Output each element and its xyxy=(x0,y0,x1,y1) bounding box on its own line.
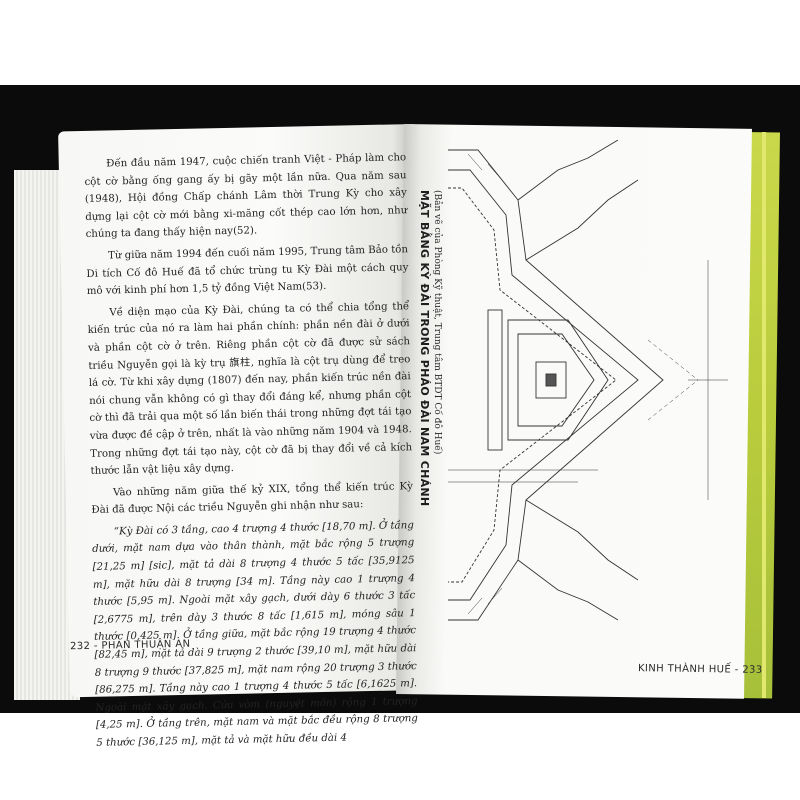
lower-flank xyxy=(525,499,639,581)
cover-highlight xyxy=(762,132,766,698)
bastion-ditch-line xyxy=(448,187,617,583)
upper-flank-2 xyxy=(525,179,639,261)
left-page-text: Đến đầu năm 1947, cuộc chiến tranh Việt … xyxy=(84,149,418,752)
lower-flank-2 xyxy=(517,559,619,621)
interior-courtyard xyxy=(487,309,503,451)
upper-flank xyxy=(517,140,619,201)
paragraph-1: Đến đầu năm 1947, cuộc chiến tranh Việt … xyxy=(84,152,408,241)
figure-title: MẶT BẰNG KỲ ĐÀI TRONG PHÁO ĐÀI NAM CHÁNH xyxy=(418,190,431,507)
paragraph-2: Từ giữa năm 1994 đến cuối năm 1995, Trun… xyxy=(86,244,409,298)
fortress-plan-drawing xyxy=(448,140,728,621)
figure-subtitle: (Bản vẽ của Phòng Kỹ thuật, Trung tâm BT… xyxy=(432,190,442,455)
flagpole-base xyxy=(545,373,557,387)
paragraph-4: Vào những năm giữa thế kỷ XIX, tổng thể … xyxy=(91,480,414,517)
quote-paragraph: “Kỳ Đài có 3 tầng, cao 4 trượng 4 thước … xyxy=(92,520,418,749)
ky-dai-middle-tier xyxy=(517,333,595,427)
ky-dai-platform xyxy=(507,319,609,441)
right-page-footer: KINH THÀNH HUẾ - 233 xyxy=(637,663,763,676)
paragraph-3: Về diện mạo của Kỳ Đài, chúng ta có thể … xyxy=(87,300,413,478)
bastion-inner-wall xyxy=(448,169,639,601)
figure-caption: MẶT BẰNG KỲ ĐÀI TRONG PHÁO ĐÀI NAM CHÁNH… xyxy=(418,190,448,610)
ky-dai-upper-tier xyxy=(535,361,567,399)
